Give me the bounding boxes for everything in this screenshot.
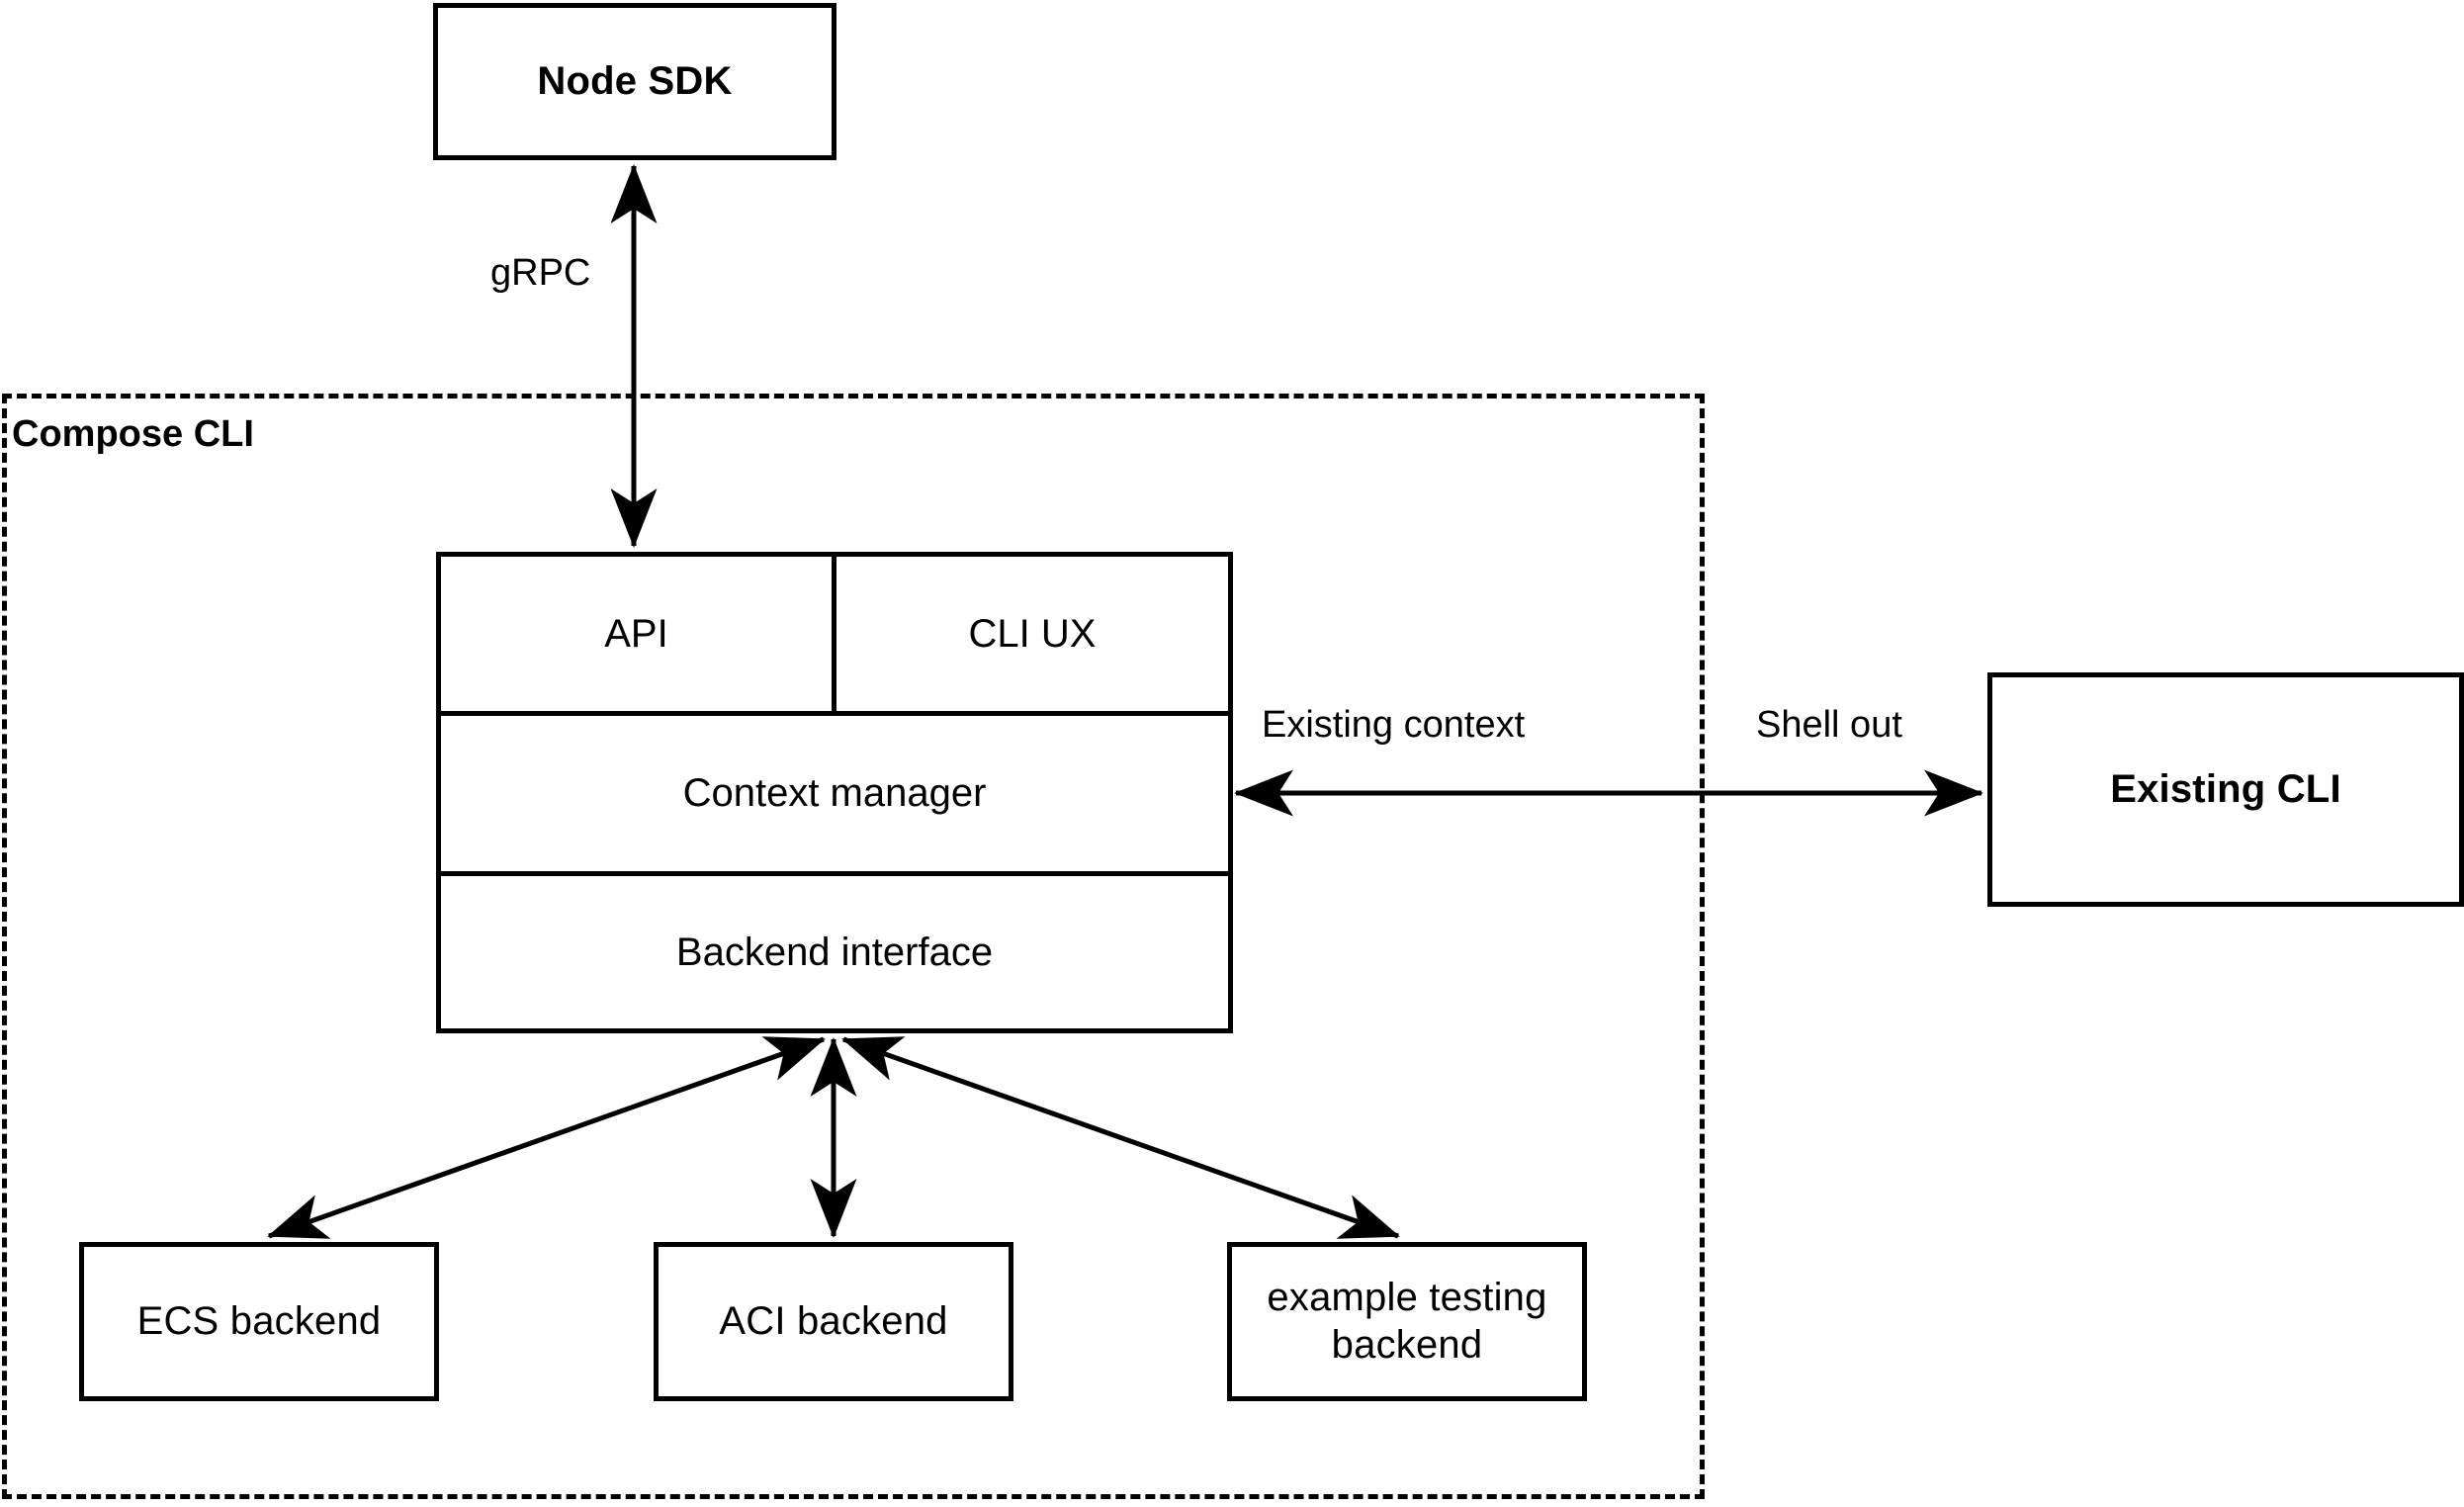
group-compose-cli — [2, 394, 1705, 1499]
edge-label-shell-out: Shell out — [1752, 704, 1906, 747]
stack-row-backend-interface: Backend interface — [441, 876, 1228, 1028]
stack-cell-context-manager-label: Context manager — [682, 771, 987, 815]
stack-cell-api-label: API — [604, 611, 668, 656]
group-compose-cli-label: Compose CLI — [12, 413, 254, 455]
node-aci-backend[interactable]: ACI backend — [654, 1242, 1013, 1401]
stack-row-api-cliux: API CLI UX — [441, 557, 1228, 716]
stack-cell-cli-ux[interactable]: CLI UX — [836, 557, 1228, 711]
compose-cli-stack: API CLI UX Context manager Backend inter… — [436, 552, 1233, 1033]
node-ecs-backend-label: ECS backend — [136, 1298, 382, 1343]
stack-cell-backend-interface-label: Backend interface — [675, 930, 994, 974]
node-node-sdk[interactable]: Node SDK — [433, 3, 836, 160]
edge-label-existing-context: Existing context — [1258, 704, 1530, 747]
stack-cell-cli-ux-label: CLI UX — [968, 611, 1097, 656]
node-existing-cli[interactable]: Existing CLI — [1987, 672, 2464, 907]
node-example-testing-backend[interactable]: example testing backend — [1227, 1242, 1587, 1401]
node-node-sdk-label: Node SDK — [537, 58, 733, 103]
stack-cell-backend-interface[interactable]: Backend interface — [441, 876, 1228, 1028]
edge-label-grpc: gRPC — [486, 252, 595, 295]
stack-cell-context-manager[interactable]: Context manager — [441, 716, 1228, 871]
node-example-testing-backend-label: example testing backend — [1267, 1276, 1547, 1367]
node-aci-backend-label: ACI backend — [719, 1298, 948, 1343]
stack-cell-api[interactable]: API — [441, 557, 836, 711]
stack-row-context-manager: Context manager — [441, 716, 1228, 876]
node-ecs-backend[interactable]: ECS backend — [79, 1242, 439, 1401]
node-existing-cli-label: Existing CLI — [2110, 766, 2341, 811]
